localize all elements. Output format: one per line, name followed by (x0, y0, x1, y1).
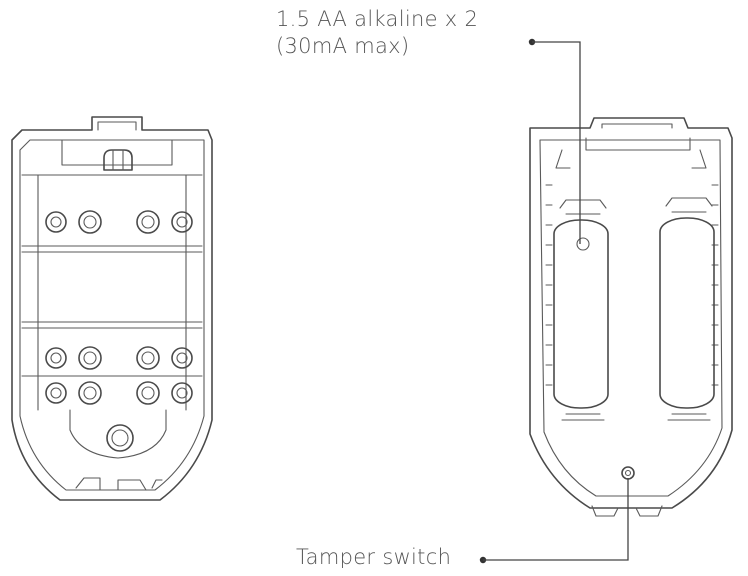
battery-current-label: (30mA max) (276, 34, 410, 58)
battery-leader (528, 38, 581, 244)
battery-spec-label: 1.5 AA alkaline x 2 (276, 7, 479, 31)
battery-2 (659, 197, 715, 421)
tamper-switch-label: Tamper switch (296, 545, 452, 569)
tamper-switch (621, 466, 635, 480)
tamper-leader (479, 478, 629, 564)
side-ribs (545, 184, 719, 386)
battery-compartment (529, 117, 733, 517)
battery-1 (553, 199, 609, 421)
back-plate (11, 116, 213, 501)
